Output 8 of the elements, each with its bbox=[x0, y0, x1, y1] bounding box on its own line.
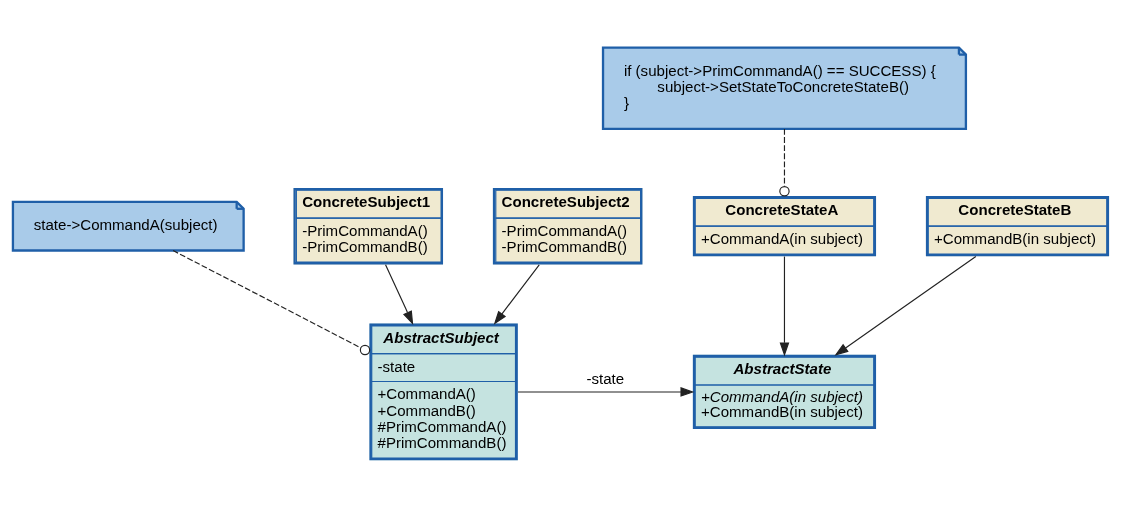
arrow bbox=[779, 255, 790, 356]
arrow bbox=[517, 386, 695, 397]
connector bbox=[172, 249, 371, 355]
connector bbox=[779, 127, 790, 196]
arrow bbox=[493, 263, 540, 325]
arrow bbox=[834, 255, 977, 356]
arrow bbox=[384, 263, 414, 325]
edge-label: -state bbox=[586, 369, 625, 387]
